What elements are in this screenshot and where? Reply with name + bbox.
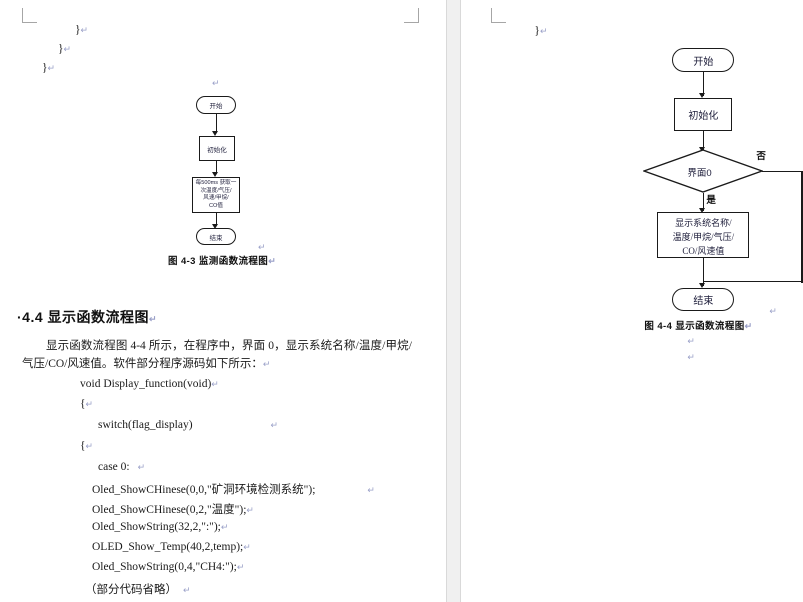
pilcrow-icon: ↵ <box>80 25 89 35</box>
flow-node-init-label: 初始化 <box>207 146 227 154</box>
code-line-5: case 0:↵ <box>98 461 146 473</box>
arrow-icon <box>699 208 706 213</box>
code-line-3: switch(flag_display)↵ <box>98 419 279 431</box>
flow-node-start: 开始 <box>196 96 236 114</box>
body-paragraph-text: 显示函数流程图 4-4 所示，在程序中，界面 0，显示系统名称/温度/甲烷/气压… <box>22 340 412 370</box>
flow-edge-init-acquire <box>215 161 217 174</box>
flow-node-acquire: 每500ms 获取一 次温度/气压/ 风速/甲烷/ CO值 <box>192 177 240 213</box>
crop-mark-top-right <box>404 8 419 23</box>
code-line-8: Oled_ShowString(32,2,":");↵ <box>92 521 229 533</box>
pilcrow-icon: ↵ <box>367 485 375 495</box>
pilcrow-icon: ↵ <box>63 44 72 54</box>
flow-node-acquire-line-4: CO值 <box>209 202 223 209</box>
flow-node-display-line-2: 温度/甲烷/气压/ <box>672 232 735 242</box>
code-line-4: {↵ <box>80 440 94 452</box>
code-line-6: Oled_ShowCHinese(0,0,"矿洞环境检测系统");↵ <box>92 484 375 496</box>
flow-node-init: 初始化 <box>674 98 733 131</box>
flow-node-display-line-1: 显示系统名称/ <box>675 218 732 228</box>
pilcrow-icon: ↵ <box>236 562 245 572</box>
figure-caption-4-3-text: 图 4-3 监测函数流程图 <box>168 256 269 267</box>
page-right: }↵ 开始 初始化 界面0 否 <box>461 0 803 602</box>
flow-edge-start-init <box>702 72 705 96</box>
code-line-closing-brace-2: }↵ <box>58 43 72 55</box>
flow-branch-label-yes: 是 <box>706 195 716 206</box>
flow-node-end-label: 结束 <box>693 296 714 307</box>
flow-node-start-label: 开始 <box>693 56 714 68</box>
pilcrow-icon: ↵ <box>149 314 158 324</box>
pilcrow-icon: ↵ <box>687 336 695 346</box>
flow-edge-start-init <box>215 114 217 133</box>
page-gutter <box>446 0 462 602</box>
crop-mark-top-left <box>22 8 37 23</box>
flow-edge-no-vertical <box>801 170 803 283</box>
arrow-icon <box>212 131 218 136</box>
pilcrow-icon: ↵ <box>220 522 229 532</box>
flowchart-display-function: 开始 初始化 界面0 否 是 <box>461 0 803 340</box>
flow-node-acquire-line-3: 风速/甲烷/ <box>203 195 229 202</box>
arrow-icon <box>212 172 218 177</box>
pilcrow-icon: ↵ <box>258 242 266 252</box>
pilcrow-icon: ↵ <box>539 26 548 36</box>
pilcrow-icon: ↵ <box>85 399 94 409</box>
pilcrow-icon: ↵ <box>262 359 271 369</box>
flow-edge-init-decide <box>702 131 705 150</box>
flow-node-acquire-line-1: 每500ms 获取一 <box>195 180 237 186</box>
pilcrow-icon: ↵ <box>212 78 220 88</box>
flow-edge-no-return <box>702 281 802 283</box>
code-line-2: {↵ <box>80 398 94 410</box>
pilcrow-icon: ↵ <box>769 306 777 316</box>
flow-node-start: 开始 <box>672 48 735 72</box>
pilcrow-icon: ↵ <box>47 63 56 73</box>
code-line-9: OLED_Show_Temp(40,2,temp);↵ <box>92 541 251 553</box>
flow-node-init: 初始化 <box>199 136 235 161</box>
figure-caption-4-3: 图 4-3 监测函数流程图↵ <box>168 253 276 267</box>
flow-node-decision <box>643 149 764 193</box>
code-line-7: Oled_ShowCHinese(0,2,"温度");↵ <box>92 504 254 516</box>
flow-node-start-label: 开始 <box>209 103 223 110</box>
pilcrow-icon: ↵ <box>85 441 94 451</box>
code-line-closing-brace: }↵ <box>534 25 548 37</box>
pilcrow-icon: ↵ <box>270 420 279 430</box>
arrow-icon <box>212 224 218 229</box>
flow-edge-no-horizontal <box>762 170 803 172</box>
pilcrow-icon: ↵ <box>243 542 251 552</box>
pilcrow-icon: ↵ <box>137 462 146 472</box>
heading-bullet-icon: · <box>17 309 23 325</box>
section-heading-4-4: ·4.4 显示函数流程图↵ <box>17 307 157 327</box>
flow-node-end-label: 结束 <box>209 234 223 242</box>
figure-caption-4-4: 图 4-4 显示函数流程图↵ <box>644 318 752 332</box>
flow-node-end: 结束 <box>196 228 236 245</box>
flow-node-init-label: 初始化 <box>688 111 719 122</box>
flow-node-display: 显示系统名称/ 温度/甲烷/气压/ CO/风速值 <box>657 212 750 258</box>
code-line-closing-brace-1: }↵ <box>75 24 89 36</box>
pilcrow-icon: ↵ <box>268 256 277 266</box>
flow-branch-label-no: 否 <box>756 151 766 162</box>
arrow-icon <box>699 283 706 288</box>
pilcrow-icon: ↵ <box>687 352 695 362</box>
code-line-10: Oled_ShowString(0,4,"CH4:");↵ <box>92 561 245 573</box>
flow-node-acquire-line-2: 次温度/气压/ <box>200 187 232 194</box>
flow-edge-decide-display <box>702 193 705 211</box>
flow-edge-acquire-end <box>215 213 217 226</box>
crop-mark-top-left <box>491 8 507 23</box>
page-left: }↵ }↵ }↵ ↵ 开始 初始化 每500ms 获取一 次温度/气压/ 风速/… <box>0 0 446 602</box>
flow-node-end: 结束 <box>672 288 735 311</box>
flow-node-display-line-3: CO/风速值 <box>682 246 725 256</box>
section-heading-4-4-text: 4.4 显示函数流程图 <box>22 309 150 325</box>
flow-node-decision-label: 界面0 <box>687 168 712 179</box>
pilcrow-icon: ↵ <box>211 379 219 389</box>
pilcrow-icon: ↵ <box>183 585 191 595</box>
code-line-1: void Display_function(void)↵ <box>80 378 219 390</box>
body-paragraph: 显示函数流程图 4-4 所示，在程序中，界面 0，显示系统名称/温度/甲烷/气压… <box>22 337 412 373</box>
arrow-icon <box>699 93 706 98</box>
arrow-icon <box>699 147 706 152</box>
code-line-closing-brace-3: }↵ <box>42 62 56 74</box>
figure-caption-4-4-text: 图 4-4 显示函数流程图 <box>644 321 745 332</box>
flowchart-monitor-function: 开始 初始化 每500ms 获取一 次温度/气压/ 风速/甲烷/ CO值 结束 <box>0 0 446 280</box>
pilcrow-icon: ↵ <box>744 321 753 331</box>
code-line-11: （部分代码省略）↵ <box>85 584 191 596</box>
pilcrow-icon: ↵ <box>246 505 254 515</box>
flow-edge-display-end <box>702 258 705 286</box>
